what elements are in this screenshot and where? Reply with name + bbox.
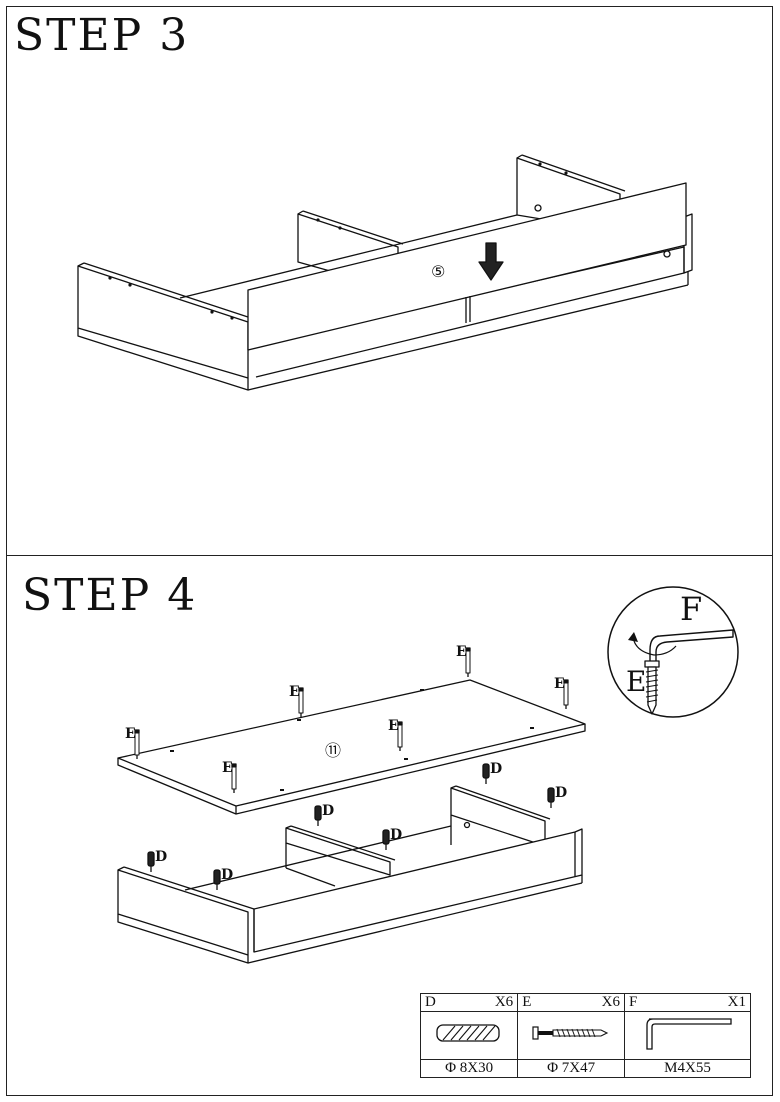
page-frame <box>6 6 773 1096</box>
detail-wrench-label: F <box>680 590 703 628</box>
step-4-title: STEP 4 <box>22 570 198 621</box>
screw-e-marker-icon <box>231 763 237 793</box>
screw-e-marker-icon <box>465 647 471 677</box>
screw-e-label: E <box>222 760 233 776</box>
dowel-d-marker-icon <box>547 787 555 808</box>
dowel-d-marker-icon <box>382 829 390 850</box>
screw-e-label: E <box>388 718 399 734</box>
dowel-d-marker-icon <box>314 805 322 826</box>
allen-key-table-icon <box>646 1018 733 1050</box>
dowel-d-label: D <box>322 803 335 819</box>
detail-screw-label: E <box>626 665 647 698</box>
screw-e-label: E <box>289 684 300 700</box>
step-4-cabinet <box>117 785 583 964</box>
hardware-e-size: Φ 7X47 <box>517 1058 625 1079</box>
screw-e-marker-icon <box>563 679 569 709</box>
screw-e-marker-icon <box>134 729 140 759</box>
dowel-d-label: D <box>555 785 568 801</box>
insert-arrow-icon <box>478 242 504 281</box>
step-4-top-panel <box>117 679 586 815</box>
dowel-d-label: D <box>490 761 503 777</box>
allen-key-icon <box>649 629 734 663</box>
screw-e-label: E <box>554 676 565 692</box>
dowel-d-marker-icon <box>147 851 155 872</box>
dowel-d-marker-icon <box>482 763 490 784</box>
screw-icon <box>532 1026 609 1040</box>
hardware-d-size: Φ 8X30 <box>419 1058 519 1079</box>
step-4-panel-label: ⑪ <box>325 741 342 760</box>
fastener-markers <box>134 647 569 890</box>
dowel-d-label: D <box>221 867 234 883</box>
dowel-d-label: D <box>155 849 168 865</box>
detail-callout <box>607 586 739 718</box>
screw-e-marker-icon <box>397 721 403 751</box>
step-3-panel-label: ⑤ <box>431 262 446 281</box>
rotate-arrow-icon <box>628 632 677 656</box>
dowel-d-label: D <box>390 827 403 843</box>
dowel-d-marker-icon <box>213 869 221 890</box>
screw-e-label: E <box>125 726 136 742</box>
step-3-cabinet <box>77 154 693 391</box>
screw-e-label: E <box>456 644 467 660</box>
step-3-title: STEP 3 <box>14 10 190 61</box>
step-divider <box>6 555 773 556</box>
hardware-f-size: M4X55 <box>623 1058 752 1079</box>
screw-detail-icon <box>644 660 660 715</box>
dowel-icon <box>436 1024 500 1042</box>
screw-e-marker-icon <box>298 687 304 717</box>
